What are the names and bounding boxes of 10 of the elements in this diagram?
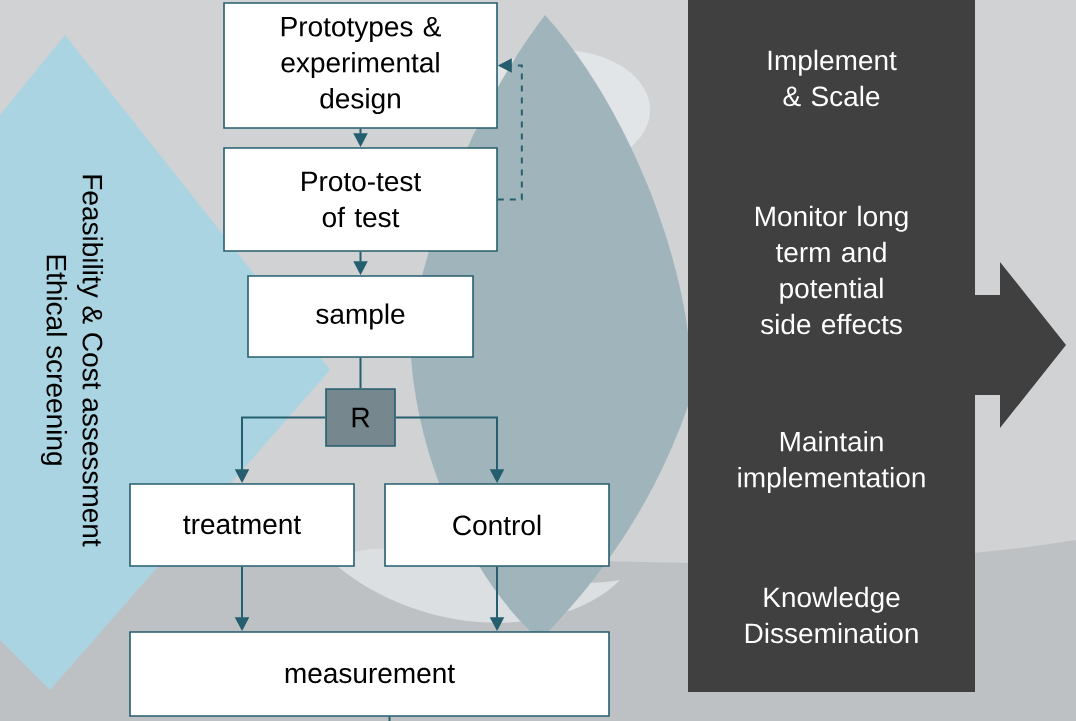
arrow	[496, 58, 523, 201]
arrow-panel: Implement & Scale Monitor long term and potential side effects Maintain implementation Knowledge Dissemination	[688, 0, 1066, 692]
process-box: Proto-test of test	[223, 147, 498, 252]
randomization-box: R	[325, 388, 396, 447]
process-box: Prototypes & experimental design	[223, 2, 498, 129]
vertical-text: Feasibility & Cost assessment Ethical screening	[40, 175, 104, 547]
process-box: treatment	[129, 483, 355, 567]
process-box: sample	[247, 275, 474, 358]
process-box: measurement	[129, 631, 610, 717]
process-box: Control	[384, 483, 610, 567]
